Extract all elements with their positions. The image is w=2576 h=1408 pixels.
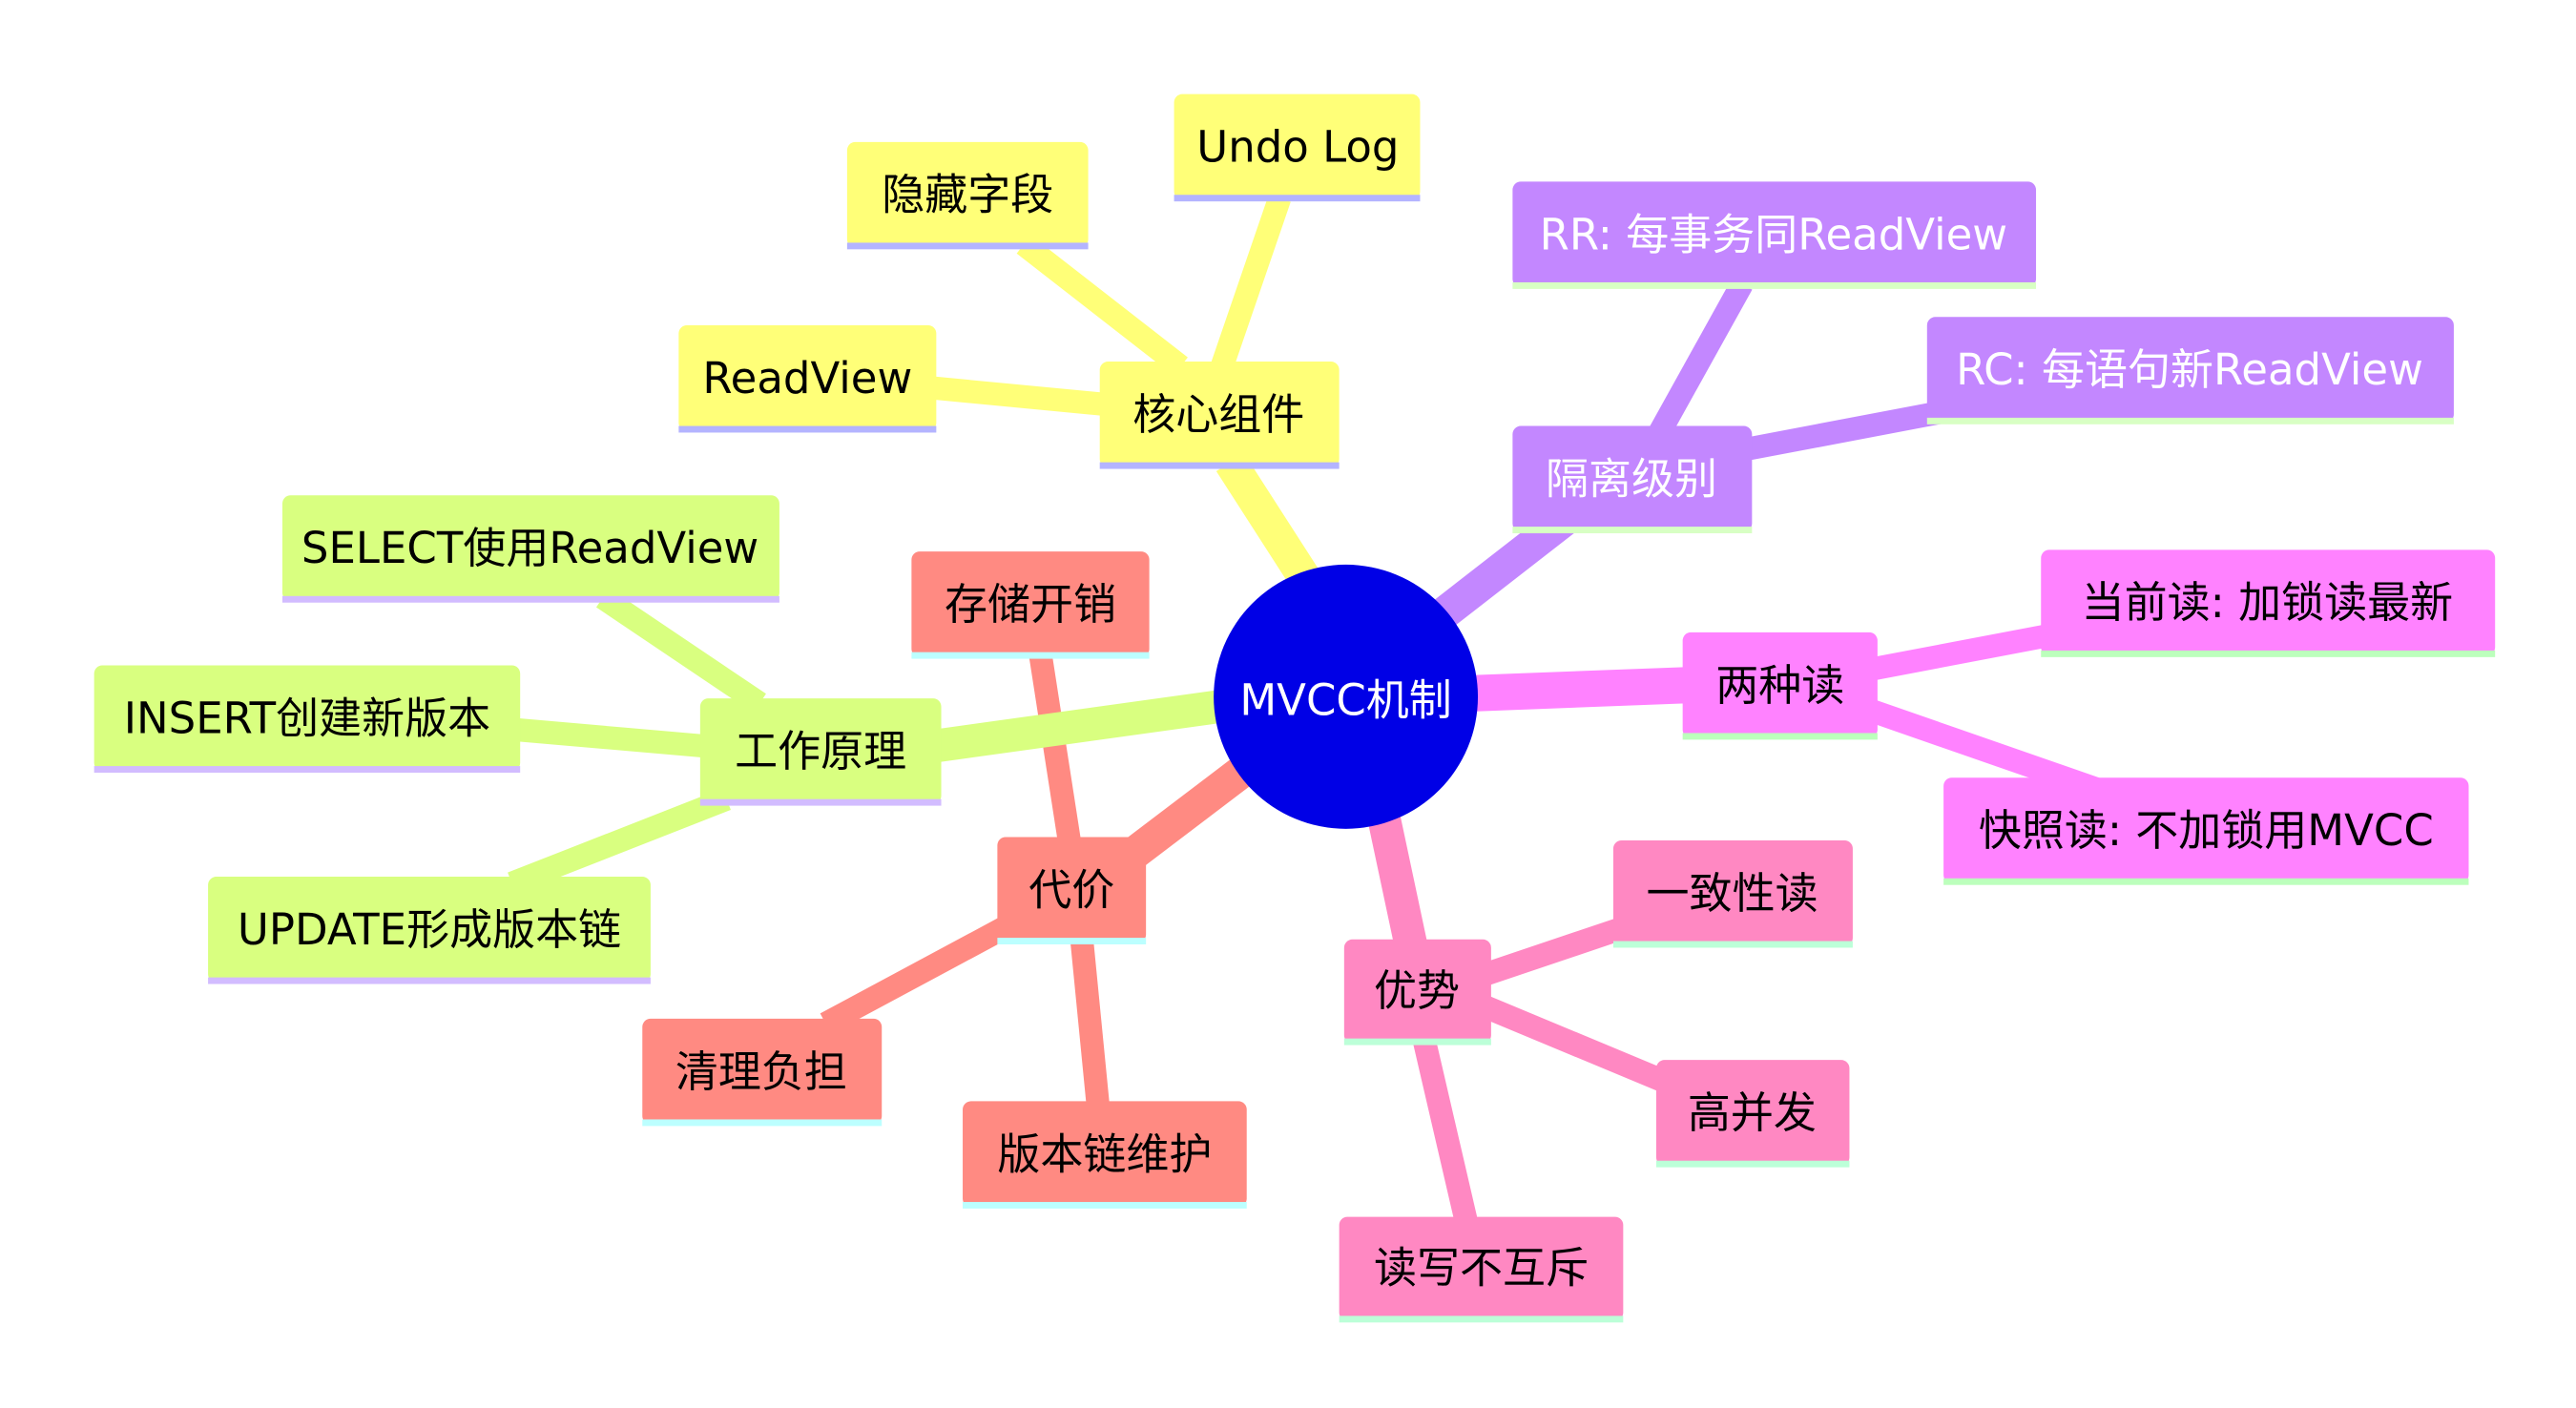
node-storage-overhead[interactable]: 存储开销 bbox=[911, 551, 1150, 659]
node-core[interactable]: 核心组件 bbox=[1099, 362, 1340, 469]
edge-root-core bbox=[1215, 453, 1319, 588]
node-undo-log[interactable]: Undo Log bbox=[1174, 93, 1421, 202]
edge-core-readview bbox=[931, 376, 1108, 417]
node-root[interactable]: MVCC机制 bbox=[1214, 564, 1479, 829]
svg-text:INSERT创建新版本: INSERT创建新版本 bbox=[124, 693, 490, 743]
edge-cost-chain bbox=[1070, 936, 1111, 1108]
edge-principle-insert bbox=[515, 717, 708, 758]
svg-text:清理负担: 清理负担 bbox=[675, 1046, 847, 1097]
node-principle[interactable]: 工作原理 bbox=[699, 698, 942, 806]
svg-text:一致性读: 一致性读 bbox=[1647, 868, 1818, 919]
svg-text:代价: 代价 bbox=[1028, 864, 1114, 915]
edge-principle-update bbox=[508, 788, 731, 895]
node-chain-maintenance[interactable]: 版本链维护 bbox=[963, 1101, 1247, 1209]
svg-text:RR: 每事务同ReadView: RR: 每事务同ReadView bbox=[1540, 209, 2007, 259]
svg-text:存储开销: 存储开销 bbox=[945, 579, 1116, 630]
svg-text:SELECT使用ReadView: SELECT使用ReadView bbox=[301, 523, 758, 573]
node-snapshot-read[interactable]: 快照读: 不加锁用MVCC bbox=[1943, 777, 2469, 885]
edge-core-undolog bbox=[1211, 194, 1291, 371]
node-current-read[interactable]: 当前读: 加锁读最新 bbox=[2041, 549, 2496, 657]
edge-cost-cleanup bbox=[820, 918, 1010, 1034]
svg-text:工作原理: 工作原理 bbox=[735, 726, 906, 776]
svg-text:当前读: 加锁读最新: 当前读: 加锁读最新 bbox=[2082, 577, 2453, 628]
edge-isolation-rr bbox=[1649, 278, 1753, 439]
svg-text:版本链维护: 版本链维护 bbox=[997, 1128, 1212, 1179]
svg-text:优势: 优势 bbox=[1374, 965, 1460, 1016]
svg-text:读写不互斥: 读写不互斥 bbox=[1374, 1243, 1589, 1294]
edge-root-advantages bbox=[1367, 814, 1428, 953]
edge-reads-snapshot bbox=[1865, 698, 2102, 800]
edge-adv-concurrency bbox=[1482, 996, 1670, 1092]
node-rr[interactable]: RR: 每事务同ReadView bbox=[1512, 181, 2037, 289]
edges bbox=[508, 194, 2102, 1225]
edge-adv-rwnomutex bbox=[1412, 1034, 1478, 1225]
node-cost[interactable]: 代价 bbox=[997, 837, 1147, 945]
node-select[interactable]: SELECT使用ReadView bbox=[281, 495, 779, 603]
svg-text:核心组件: 核心组件 bbox=[1132, 389, 1304, 440]
svg-text:隔离级别: 隔离级别 bbox=[1546, 453, 1717, 504]
node-rc[interactable]: RC: 每语句新ReadView bbox=[1926, 317, 2454, 424]
node-consistent-read[interactable]: 一致性读 bbox=[1612, 839, 1853, 948]
svg-text:UPDATE形成版本链: UPDATE形成版本链 bbox=[238, 904, 621, 955]
svg-text:高并发: 高并发 bbox=[1688, 1087, 1817, 1138]
svg-text:Undo Log: Undo Log bbox=[1196, 122, 1399, 173]
edge-adv-consistent bbox=[1482, 918, 1623, 985]
svg-text:ReadView: ReadView bbox=[702, 353, 912, 404]
node-hidden-fields[interactable]: 隐藏字段 bbox=[846, 141, 1089, 250]
node-readview[interactable]: ReadView bbox=[678, 324, 937, 433]
node-advantages[interactable]: 优势 bbox=[1343, 939, 1491, 1046]
svg-text:两种读: 两种读 bbox=[1715, 660, 1844, 711]
edge-core-hidden bbox=[1016, 235, 1188, 376]
node-high-concurrency[interactable]: 高并发 bbox=[1655, 1060, 1850, 1168]
node-cleanup-burden[interactable]: 清理负担 bbox=[642, 1018, 883, 1127]
node-reads[interactable]: 两种读 bbox=[1682, 632, 1878, 740]
svg-text:MVCC机制: MVCC机制 bbox=[1239, 674, 1451, 725]
edge-principle-select bbox=[595, 588, 766, 714]
svg-text:RC: 每语句新ReadView: RC: 每语句新ReadView bbox=[1956, 344, 2423, 395]
node-rw-nomutex[interactable]: 读写不互斥 bbox=[1339, 1216, 1624, 1323]
edge-root-reads bbox=[1468, 667, 1689, 712]
svg-text:隐藏字段: 隐藏字段 bbox=[882, 170, 1053, 220]
node-insert[interactable]: INSERT创建新版本 bbox=[93, 665, 521, 774]
node-isolation[interactable]: 隔离级别 bbox=[1512, 425, 1753, 534]
edge-root-principle bbox=[930, 690, 1221, 763]
svg-text:快照读: 不加锁用MVCC: 快照读: 不加锁用MVCC bbox=[1979, 805, 2434, 856]
edge-cost-storage bbox=[1028, 652, 1082, 848]
node-update[interactable]: UPDATE形成版本链 bbox=[208, 877, 651, 984]
edge-reads-current bbox=[1872, 624, 2050, 680]
